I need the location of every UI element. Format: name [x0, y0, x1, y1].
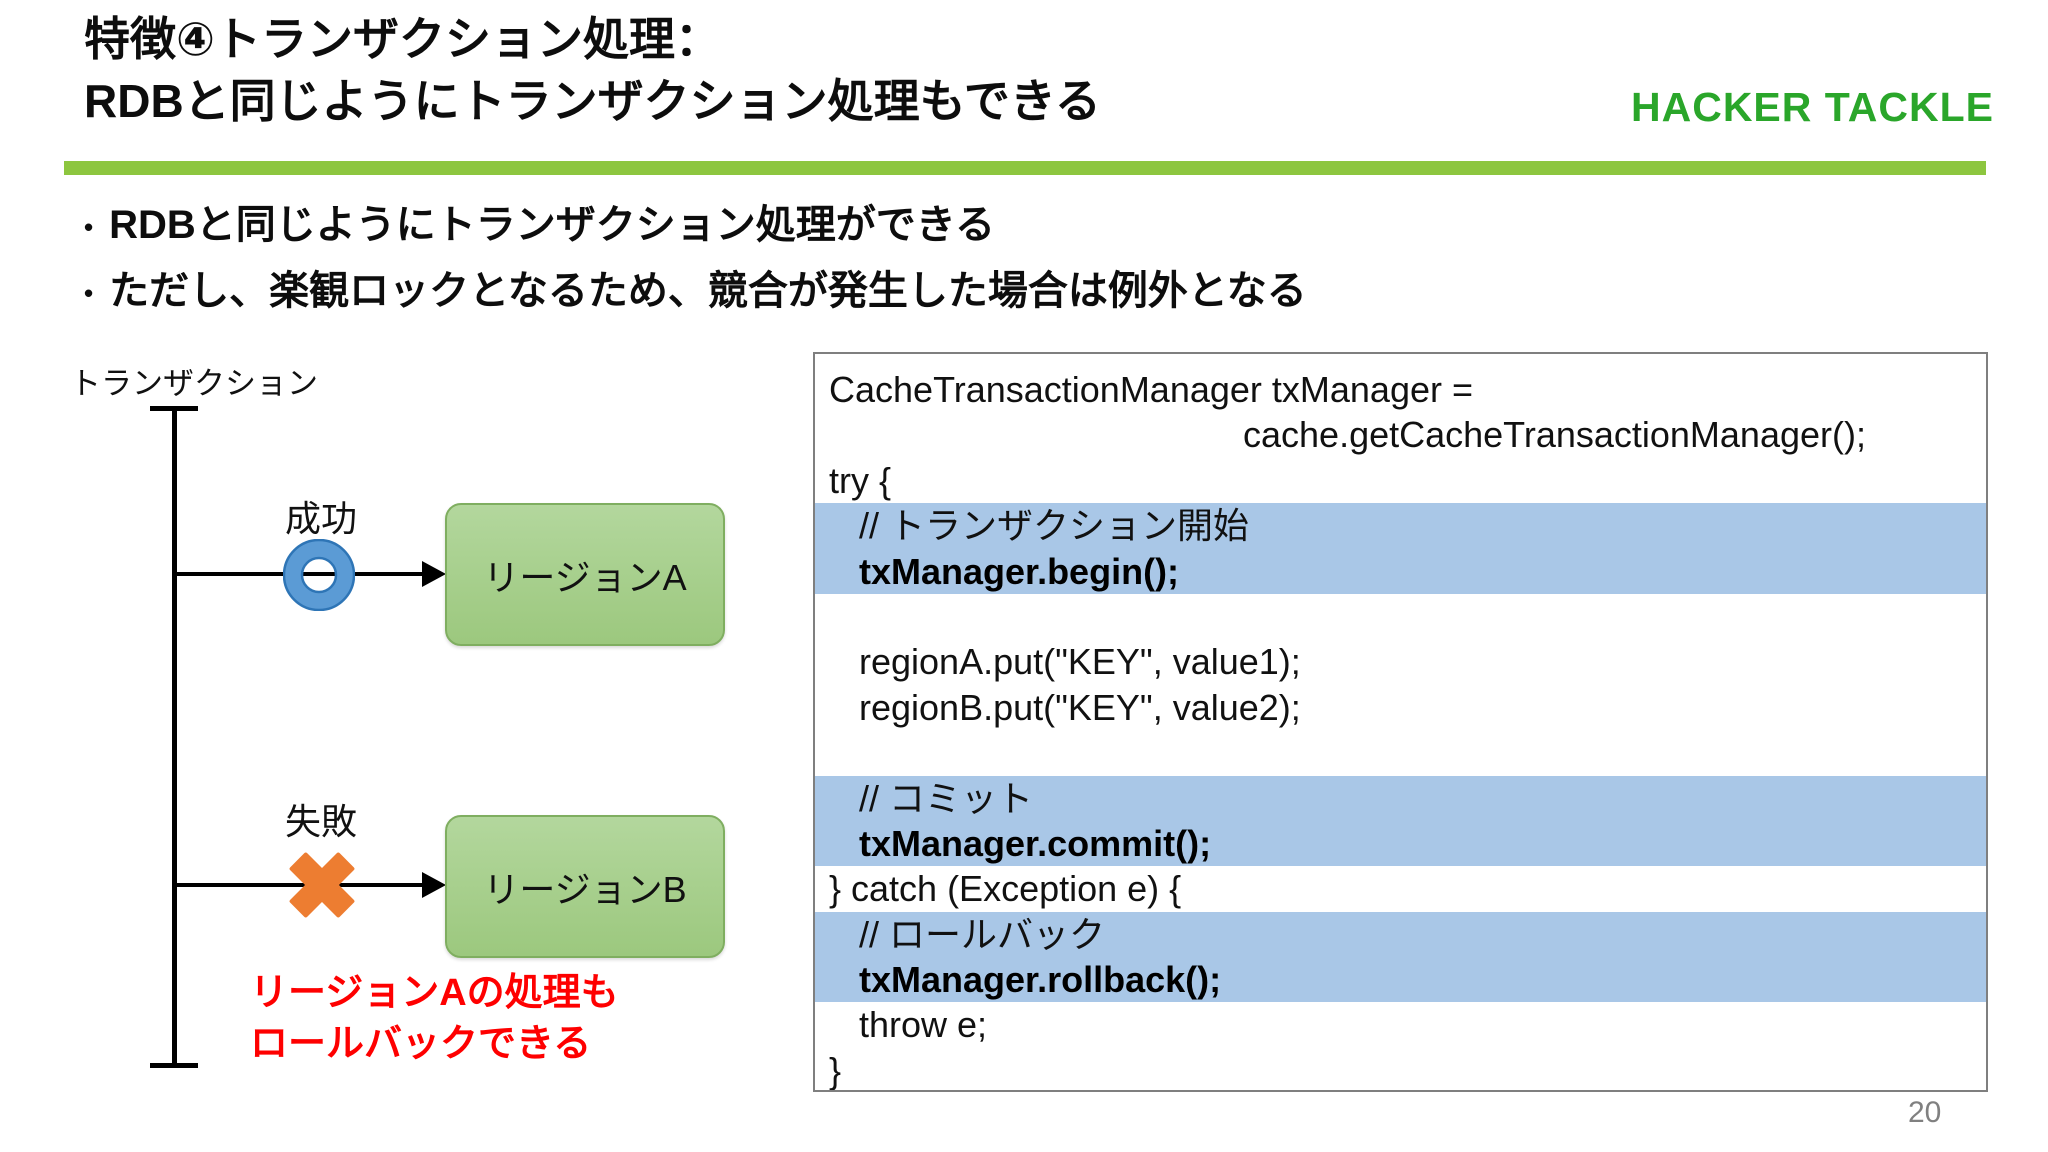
timeline-vertical-line [172, 409, 177, 1068]
code-line: } catch (Exception e) { [829, 868, 1182, 910]
arrowhead-icon [422, 872, 446, 898]
rollback-note: リージョンAの処理もロールバックできる [250, 968, 619, 1070]
code-line: CacheTransactionManager txManager = [829, 369, 1474, 410]
code-line: txManager.commit(); [815, 820, 1986, 867]
success-label: 成功 [285, 498, 358, 539]
slide-title-line1: 特徴④トランザクション処理： [84, 13, 721, 65]
bullet-dot-icon: • [84, 277, 94, 308]
code-line [815, 594, 1986, 639]
slide-title: 特徴④トランザクション処理： RDBと同じようにトランザクション処理もできる [84, 8, 1101, 132]
timeline-bottom-cap [150, 1063, 198, 1068]
code-line: regionB.put("KEY", value2); [859, 686, 1301, 728]
page-number: 20 [1908, 1096, 1942, 1129]
transaction-timeline-label: トランザクション [70, 366, 318, 401]
rollback-note-line2: ロールバックできる [250, 1023, 592, 1065]
rollback-note-line1: リージョンAの処理も [250, 972, 619, 1014]
code-line: } [829, 1049, 842, 1091]
region-b-box: リージョンB [445, 815, 725, 958]
code-line: try { [829, 459, 892, 501]
slide-title-line2: RDBと同じようにトランザクション処理もできる [84, 75, 1101, 127]
code-line: throw e; [859, 1004, 988, 1046]
code-line: cache.getCacheTransactionManager(); [1243, 414, 1866, 456]
code-line: // ロールバック [815, 911, 1986, 958]
code-line: // コミット [815, 775, 1986, 821]
code-line [815, 730, 1986, 775]
arrow-line-to-region-b [174, 883, 432, 887]
arrowhead-icon [422, 561, 446, 587]
code-line: // トランザクション開始 [815, 503, 1986, 549]
hacker-tackle-logo: HACKER TACKLE [1631, 84, 1995, 130]
bullet-text: RDBと同じようにトランザクション処理ができる [109, 203, 995, 247]
code-line: txManager.rollback(); [815, 957, 1986, 1003]
timeline-top-cap [150, 406, 198, 411]
bullet-item: • ただし、楽観ロックとなるため、競合が発生した場合は例外となる [84, 258, 1307, 316]
success-ring-icon [283, 539, 355, 611]
bullet-dot-icon: • [84, 211, 94, 242]
code-block: CacheTransactionManager txManager =cache… [813, 352, 1988, 1092]
code-line: txManager.begin(); [815, 548, 1986, 594]
region-a-box: リージョンA [445, 503, 725, 646]
failure-cross-icon [273, 836, 372, 935]
bullet-text: ただし、楽観ロックとなるため、競合が発生した場合は例外となる [109, 269, 1307, 313]
failure-label: 失敗 [285, 801, 358, 842]
code-line: regionA.put("KEY", value1); [859, 641, 1301, 683]
bullet-item: • RDBと同じようにトランザクション処理ができる [84, 192, 995, 250]
title-divider-line [64, 161, 1986, 175]
